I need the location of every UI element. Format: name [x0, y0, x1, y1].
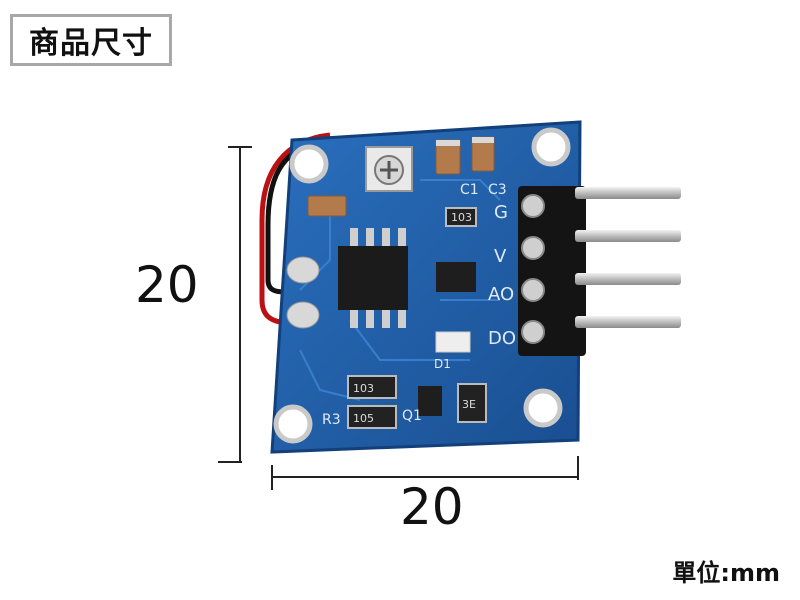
- label-d1: D1: [434, 357, 451, 371]
- pin-header: [518, 186, 681, 356]
- label-r3: R3: [322, 412, 341, 428]
- mount-hole-bl: [273, 404, 313, 444]
- label-res3: 103: [451, 211, 472, 224]
- pin-label-ao: AO: [488, 284, 514, 305]
- pin-label-v: V: [494, 246, 507, 267]
- mount-hole-tl: [289, 144, 329, 184]
- ic-chip: [338, 228, 408, 328]
- label-c3: C3: [488, 182, 507, 198]
- mount-hole-br: [523, 388, 563, 428]
- label-c1: C1: [460, 182, 479, 198]
- label-res1: 103: [353, 382, 374, 395]
- width-dimension-line: [271, 456, 579, 490]
- width-dimension-label: 20: [400, 478, 464, 536]
- label-res2: 105: [353, 412, 374, 425]
- unit-label: 單位:mm: [672, 559, 780, 587]
- height-dimension-label: 20: [135, 256, 199, 314]
- product-size-title: 商品尺寸: [10, 14, 172, 66]
- mount-hole-tr: [531, 127, 571, 167]
- potentiometer: [365, 146, 413, 192]
- label-res4: 3E: [462, 398, 476, 411]
- pin-label-do: DO: [488, 328, 516, 349]
- pin-label-g: G: [494, 202, 508, 223]
- label-q1: Q1: [402, 408, 422, 424]
- height-dimension-line: [218, 146, 252, 463]
- sensor-module-pcb: C3 C1 R3 Q1 D1 103 105 103 3E G V AO DO: [270, 120, 582, 454]
